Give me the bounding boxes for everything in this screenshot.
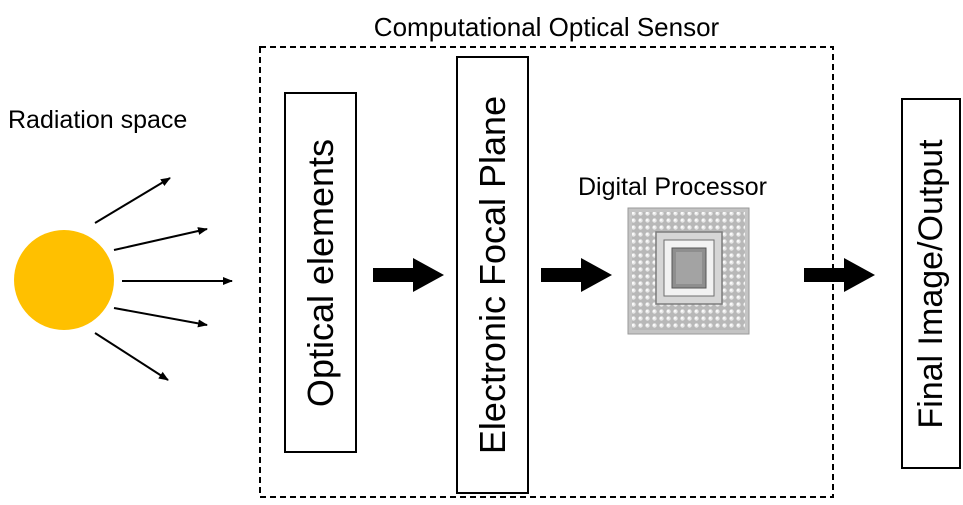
flow-arrow-2: [541, 258, 612, 292]
ray-5: [94, 332, 169, 381]
sun-icon: [14, 230, 114, 330]
radiation-space-label: Radiation space: [8, 106, 188, 134]
ray-4: [113, 307, 208, 328]
sensor-boundary: [259, 46, 834, 498]
radiation-rays: [94, 177, 233, 381]
ray-2: [113, 227, 208, 251]
optical-elements-box: Optical elements: [284, 92, 357, 453]
sensor-title: Computational Optical Sensor: [373, 12, 720, 42]
optical-elements-label: Optical elements: [299, 138, 341, 407]
chip-icon: [627, 207, 750, 335]
final-output-box: Final Image/Output: [901, 98, 961, 469]
focal-plane-label: Electronic Focal Plane: [471, 95, 513, 455]
flow-arrow-1: [373, 258, 444, 292]
flow-arrow-3: [804, 258, 875, 292]
final-output-label: Final Image/Output: [912, 138, 950, 429]
ray-1: [94, 177, 171, 224]
digital-processor-label: Digital Processor: [578, 173, 767, 201]
focal-plane-box: Electronic Focal Plane: [456, 56, 529, 494]
